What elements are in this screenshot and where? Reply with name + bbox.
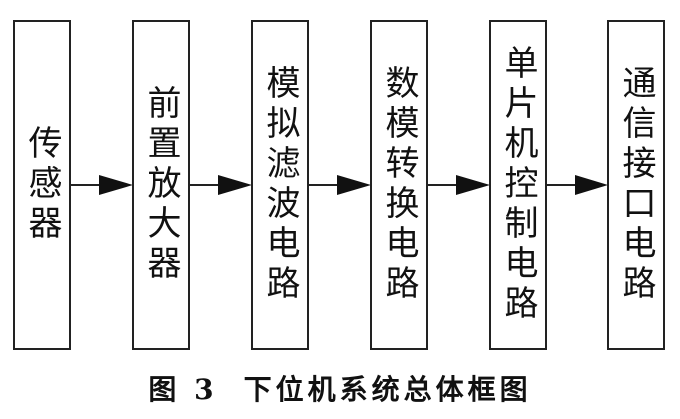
arrow-right-icon [428,175,490,195]
block-adc: 数模转换电路 [370,20,428,350]
arrow-right-icon [547,175,608,195]
arrow-right-icon [190,175,252,195]
figure-title: 下位机系统总体框图 [243,373,532,406]
block-analog-filter: 模拟滤波电路 [251,20,309,350]
block-preamp: 前置放大器 [132,20,190,350]
block-label: 通信接口电路 [616,65,656,305]
arrow-filter-to-adc [309,175,372,195]
block-label: 模拟滤波电路 [260,65,300,305]
block-mcu-control: 单片机控制电路 [489,20,547,350]
block-label: 单片机控制电路 [498,45,538,325]
arrow-right-icon [71,175,133,195]
arrow-adc-to-mcu [428,175,491,195]
arrow-sensor-to-preamp [71,175,134,195]
arrow-mcu-to-comm [547,175,609,195]
block-label: 前置放大器 [141,85,181,285]
block-label: 传感器 [22,125,62,245]
arrow-right-icon [309,175,371,195]
arrow-preamp-to-filter [190,175,253,195]
block-sensor: 传感器 [13,20,71,350]
block-label: 数模转换电路 [379,65,419,305]
figure-caption: 图 3 下位机系统总体框图 [0,368,680,408]
figure-number: 图 3 [148,373,218,406]
block-comm-interface: 通信接口电路 [607,20,665,350]
